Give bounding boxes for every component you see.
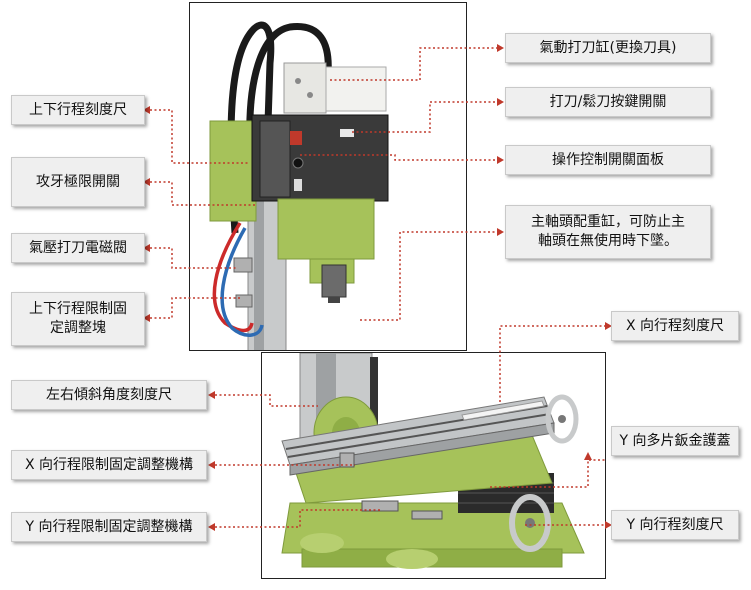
tool-release-switch-label: 打刀/鬆刀按鍵開關: [505, 87, 711, 117]
y-sheet-metal-cover-label: Y 向多片鈑金護蓋: [611, 426, 739, 456]
solenoid-valve-label: 氣壓打刀電磁閥: [11, 233, 145, 263]
tapping-limit-switch-label: 攻牙極限開關: [11, 157, 145, 207]
vertical-limit-block-label: 上下行程限制固定調整塊: [11, 292, 145, 346]
y-limit-mechanism-label: Y 向行程限制固定調整機構: [11, 512, 207, 542]
tool-change-cylinder-label: 氣動打刀缸(更換刀具): [505, 33, 711, 63]
vertical-travel-scale-label: 上下行程刻度尺: [11, 95, 145, 125]
tilt-angle-scale-label: 左右傾斜角度刻度尺: [11, 380, 207, 410]
xy-table-photo-frame: [261, 352, 606, 579]
xy-table-illustration: [281, 353, 585, 569]
mill-head-illustration: [209, 21, 389, 350]
control-panel-label: 操作控制開關面板: [505, 145, 711, 175]
y-travel-scale-label: Y 向行程刻度尺: [611, 510, 739, 540]
x-limit-mechanism-label: X 向行程限制固定調整機構: [11, 450, 207, 480]
x-travel-scale-label: X 向行程刻度尺: [611, 311, 739, 341]
counterweight-cylinder-label: 主軸頭配重缸，可防止主軸頭在無使用時下墜。: [505, 205, 711, 259]
